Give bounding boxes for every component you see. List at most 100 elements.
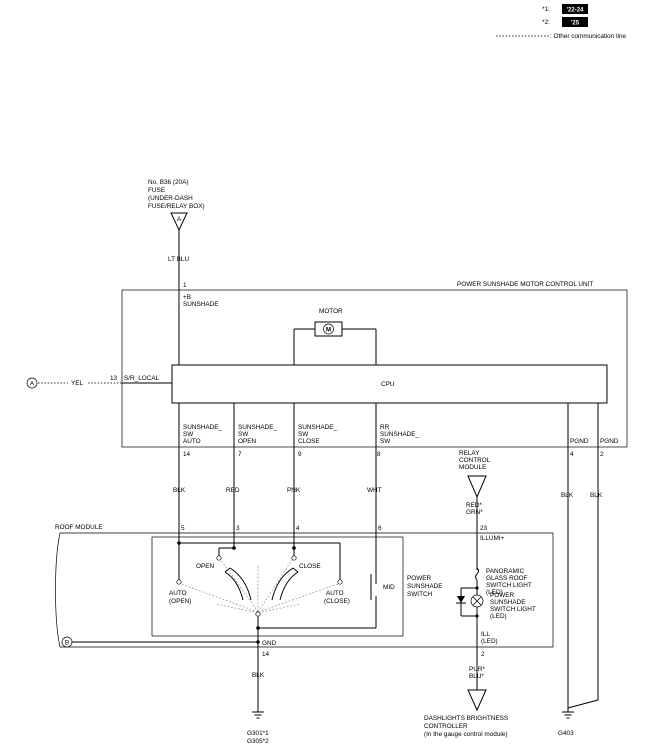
throw-right-low [261, 603, 301, 613]
fuse-line-3: (UNDER-DASH [148, 195, 193, 202]
roof-pin-3: 3 [236, 525, 240, 532]
led1-l2: GLASS ROOF [486, 575, 528, 582]
relay-control-module: RELAY CONTROL MODULE RED* GRN* [459, 450, 491, 568]
wire-pnk-label: PNK [287, 487, 301, 494]
roof-pin-5: 5 [181, 525, 185, 532]
led2-l4: (LED) [490, 613, 507, 620]
junction-open [232, 546, 236, 550]
wire-pgnd1-blk-label: BLK [561, 492, 574, 499]
wire-pgnd2-blk-label: BLK [590, 492, 603, 499]
roof-module-title: ROOF MODULE [55, 524, 103, 531]
pin-auto-l2: SW [183, 431, 194, 438]
auto-open-contact [176, 579, 182, 585]
grounds: G301*1 G305*2 G403 [247, 699, 599, 745]
relay-line-3: MODULE [459, 464, 486, 471]
wire-red-label: RED [226, 487, 240, 494]
led1-resistor [475, 567, 479, 581]
sr-local-label: S/R_LOCAL [124, 375, 160, 382]
open-lever-outer [224, 571, 244, 601]
dash-line-2: CONTROLLER [424, 723, 468, 730]
cpu-label: CPU [381, 381, 395, 388]
relay-wire-label-1: RED* [466, 502, 482, 509]
fuse-line-1: No. B36 (20A) [148, 179, 189, 186]
motor-label: MOTOR [319, 308, 343, 315]
pin-auto-l1: SUNSHADE_ [183, 424, 223, 431]
switch-open-label: OPEN [196, 563, 214, 570]
legend: *1: '22-24 *2: '25 : Other communication… [496, 4, 626, 40]
legend-comm-line-text: : Other communication line [550, 33, 626, 40]
auto-close-contact [337, 579, 343, 585]
gnd-label: GND [262, 640, 277, 647]
pin-rr-l2: SUNSHADE_ [380, 431, 420, 438]
pin-auto-num: 14 [183, 451, 191, 458]
plus-b-sub-label: SUNSHADE [183, 301, 219, 308]
pgnd-join-wire [567, 699, 599, 709]
dashlights-controller: PUR* BLU* DASHLIGHTS BRIGHTNESS CONTROLL… [424, 666, 508, 738]
legend-badge-2: '25 [571, 21, 580, 27]
throw-open [220, 559, 259, 613]
switch-subbox [151, 536, 404, 637]
ground-left-l1: G301*1 [247, 730, 269, 737]
fuse-line-2: FUSE [148, 187, 165, 194]
pin-rr-num: 8 [377, 451, 381, 458]
dash-wire-label-1: PUR* [469, 666, 485, 673]
switch-name-l3: SWITCH [407, 591, 433, 598]
yel-label: YEL [71, 380, 84, 387]
switch-name-l2: SUNSHADE [407, 583, 443, 590]
plus-b-label: +B [183, 294, 191, 301]
fuse: No. B36 (20A) FUSE (UNDER-DASH FUSE/RELA… [148, 179, 205, 365]
legend-badge-2-bg [562, 17, 588, 27]
ground-left-l2: G305*2 [247, 738, 269, 745]
legend-badge-1: '22-24 [567, 8, 584, 14]
led1-l4: (LED) [486, 589, 503, 596]
dash-line-1: DASHLIGHTS BRIGHTNESS [424, 715, 508, 722]
roof-pin-4: 4 [296, 525, 300, 532]
legend-badge-1-bg [562, 4, 588, 14]
pin-open-l2: SW [238, 431, 249, 438]
cpu-box [171, 364, 608, 404]
open-lever-cap [224, 567, 231, 573]
switch-close-label: CLOSE [299, 563, 321, 570]
ill-pin: 2 [481, 651, 485, 658]
roof-pin-6: 6 [378, 525, 382, 532]
motor-symbol: M [326, 328, 331, 334]
relay-line-1: RELAY [459, 450, 480, 457]
open-contact-point [216, 555, 222, 561]
pin-rr-l3: SW [380, 438, 391, 445]
motor-icon [323, 323, 334, 335]
dash-arrow [467, 689, 487, 712]
junction-close [292, 546, 296, 550]
relay-arrow [467, 475, 487, 499]
roof-module-box [60, 532, 554, 648]
close-lever-outer [279, 571, 299, 601]
relay-line-2: CONTROL [459, 457, 491, 464]
legend-key-1: *1: [542, 6, 550, 13]
ill-label-1: ILL [481, 631, 490, 638]
illumi-label: ILLUMI+ [480, 535, 505, 542]
fuse-connector-label: A [177, 216, 182, 223]
common-contact [255, 611, 261, 617]
close-lever-cap [292, 567, 299, 573]
relay-wire-label-2: GRN* [466, 509, 483, 516]
close-contact-point [291, 555, 297, 561]
pin-open-l1: SUNSHADE_ [238, 424, 278, 431]
fuse-connector-arrow [170, 212, 188, 232]
junction-mid [256, 626, 260, 630]
control-unit: POWER SUNSHADE MOTOR CONTROL UNIT 1 +B S… [26, 281, 628, 458]
roof-module-wavy-edge [55, 532, 61, 648]
pin-close-l1: SUNSHADE_ [298, 424, 338, 431]
switch-auto-close-l1: AUTO [326, 590, 344, 597]
wire-wht-label: WHT [367, 487, 382, 494]
pin-close-l3: CLOSE [298, 438, 320, 445]
switch-auto-close-l2: (CLOSE) [324, 598, 350, 605]
offpage-b-label: B [65, 640, 69, 647]
gnd-wire-label: BLK [252, 672, 265, 679]
pin-pgnd1-label: PGND [570, 438, 589, 445]
offpage-a-circle [26, 377, 38, 389]
pin-open-l3: OPEN [238, 438, 256, 445]
wire-blk-label: BLK [173, 487, 186, 494]
led1-l1: PANORAMIC [486, 568, 525, 575]
signal-wires: BLK RED PNK WHT BLK BLK [173, 403, 603, 700]
diode-icon [457, 596, 465, 603]
